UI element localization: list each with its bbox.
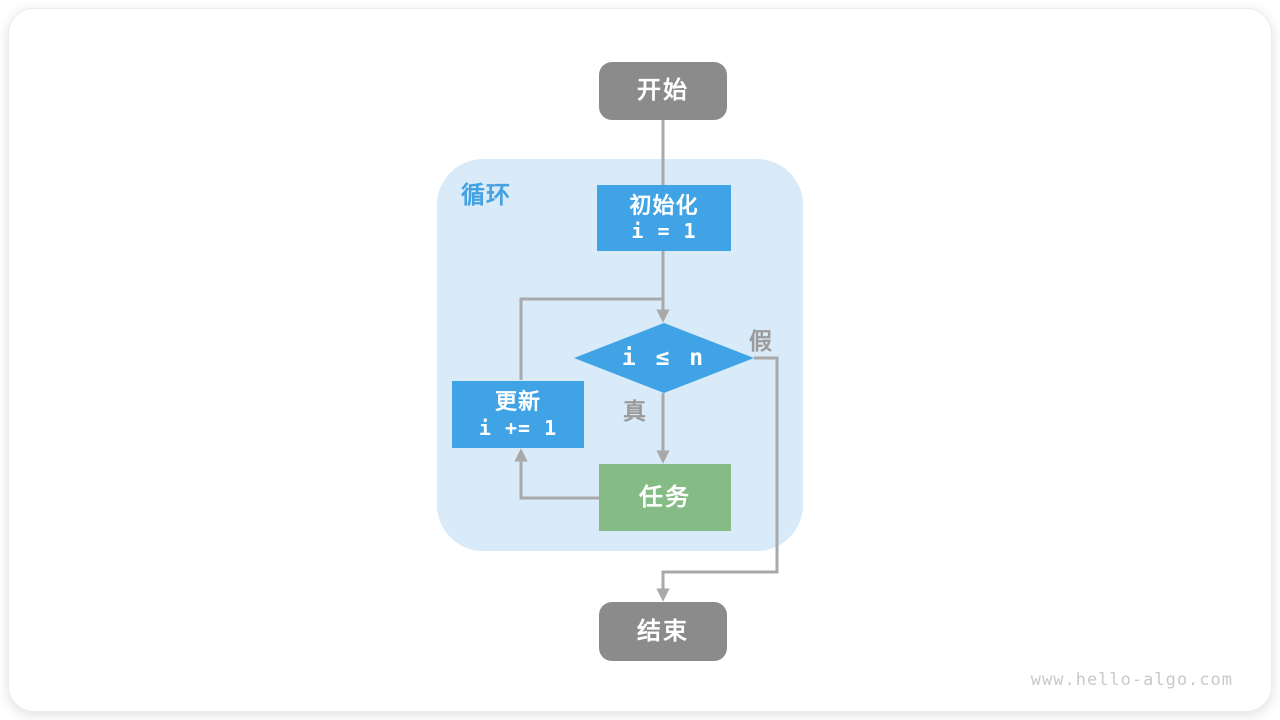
edge-label-false: 假 <box>749 328 772 354</box>
node-update-code: i += 1 <box>478 415 558 440</box>
node-end: 结束 <box>599 602 727 661</box>
edge-label-true: 真 <box>623 398 646 424</box>
node-start-label: 开始 <box>637 77 689 104</box>
node-task-label: 任务 <box>639 483 691 511</box>
node-update: 更新 i += 1 <box>452 381 584 448</box>
node-update-title: 更新 <box>494 389 541 415</box>
node-condition-code: i ≤ n <box>621 345 707 371</box>
watermark: www.hello-algo.com <box>1030 670 1233 690</box>
node-end-label: 结束 <box>637 617 689 645</box>
node-start: 开始 <box>599 62 727 120</box>
node-init: 初始化 i = 1 <box>597 185 731 251</box>
node-task: 任务 <box>599 464 731 531</box>
node-init-title: 初始化 <box>629 192 699 218</box>
diagram-card: 循环 开始 初始化 i = 1 <box>8 8 1272 712</box>
loop-region-label: 循环 <box>461 182 511 209</box>
node-init-code: i = 1 <box>631 219 697 244</box>
